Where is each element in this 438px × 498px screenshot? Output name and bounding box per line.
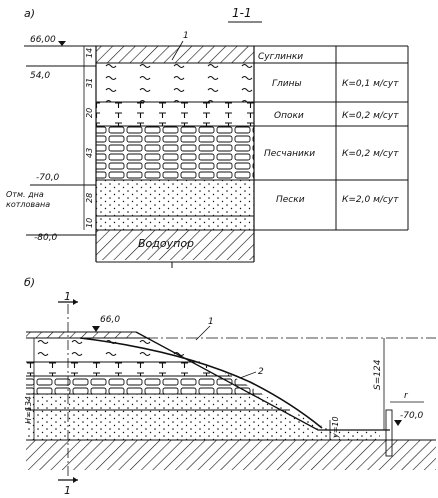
- layer-suglinki-fill: [96, 46, 254, 63]
- elevation-top-marker: [58, 41, 66, 46]
- layer-name-peschaniki: Песчаники: [264, 149, 315, 159]
- elevation-bottom-b-marker: [394, 420, 402, 426]
- layer-peski-fill: [96, 180, 254, 216]
- layer-name-suglinki: Суглинки: [258, 52, 303, 62]
- layer-opoki-fill: [96, 102, 254, 126]
- section-title: 1-1: [232, 6, 252, 20]
- layer-gliny-fill: [96, 63, 254, 102]
- layer-peschaniki-fill: [96, 126, 254, 180]
- excavation-slope: [135, 331, 390, 431]
- elevation-top-b-marker: [92, 326, 100, 332]
- elevation-minus70: -70,0: [36, 173, 60, 183]
- well-note-line1: Отм. дна: [6, 190, 44, 199]
- callout-1-top: 1: [183, 31, 189, 41]
- layer-name-peski: Пески: [276, 195, 305, 205]
- layer-name-gliny: Глины: [272, 79, 302, 89]
- thickness-3: 20: [85, 108, 94, 118]
- elevation-top: 66,00: [30, 35, 56, 45]
- callout-1-b: 1: [208, 317, 214, 327]
- y-dimension-label: y=10: [331, 416, 340, 439]
- well-pipe: [385, 409, 393, 457]
- section-mark-top-arrow: [73, 299, 78, 305]
- layer-name-opoki: Опоки: [274, 111, 304, 121]
- callout-2-b: 2: [258, 367, 264, 377]
- layer-name-vodoupor: Водоупор: [138, 237, 194, 250]
- depression-curve: [79, 337, 323, 429]
- section-mark-bottom-arrow: [73, 477, 78, 483]
- thickness-6: 10: [85, 218, 94, 228]
- k-value-opoki: К=0,2 м/сут: [342, 111, 399, 121]
- r-dimension-label: r: [404, 391, 409, 401]
- thickness-4: 43: [85, 148, 94, 158]
- layer-boundaries: [24, 45, 408, 236]
- elevation-bottom-b: -70,0: [400, 411, 424, 421]
- cross-section-boundaries: [26, 331, 436, 441]
- thickness-2: 31: [85, 78, 94, 88]
- thickness-1: 14: [85, 48, 94, 58]
- k-value-gliny: К=0,1 м/сут: [342, 79, 399, 89]
- k-value-peschaniki: К=0,2 м/сут: [342, 149, 399, 159]
- cross-section-layers: [26, 332, 436, 470]
- callout-1-b-leader: [195, 325, 211, 341]
- section-mark-top: 1: [64, 290, 71, 303]
- well-note-line2: котлована: [6, 200, 50, 209]
- callout-2-b-leader: [239, 371, 257, 379]
- k-value-peski: К=2,0 м/сут: [342, 195, 399, 205]
- elevation-minus80: -80,0: [34, 233, 58, 243]
- elevation-top-b: 66,0: [100, 315, 120, 325]
- layer-peski-lower-fill: [96, 216, 254, 230]
- elevation-54: 54,0: [30, 71, 50, 81]
- figure-b-label: б): [24, 276, 35, 289]
- section-mark-bottom: 1: [64, 484, 71, 497]
- figure-a-label: а): [24, 7, 35, 20]
- thickness-5: 28: [85, 193, 94, 203]
- s-dimension-label: S=124: [373, 359, 383, 390]
- layer-vodoupor-fill: [96, 230, 254, 260]
- h-dimension-label: H=134: [24, 396, 33, 424]
